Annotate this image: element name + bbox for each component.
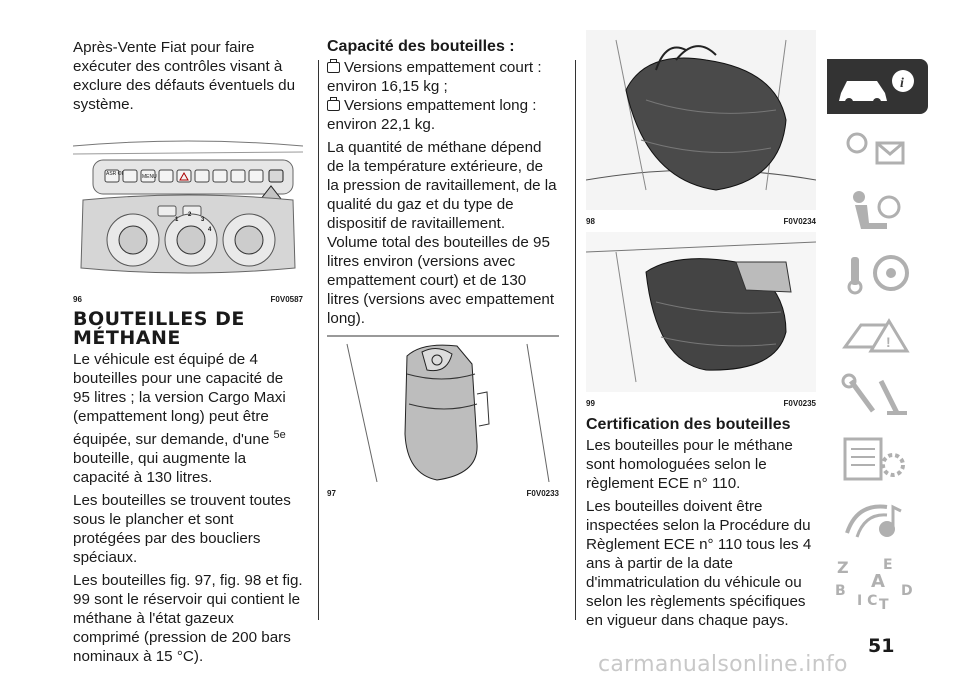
sidebar-tab-index[interactable]: Z E B A D I C T [827,555,928,610]
figure-97-caption: 97 F0V0233 [327,489,559,498]
bullet-short-wheelbase: Versions empattement court : environ 16,… [327,58,559,96]
figure-96-code: F0V0587 [270,295,303,304]
svg-text:!: ! [886,334,891,350]
svg-text:B: B [835,583,846,599]
svg-text:A: A [871,571,885,592]
figure-97: 97 F0V0233 [327,334,559,498]
figure-96: ASR OFF MENU [72,128,304,304]
svg-text:I C: I C [857,593,877,609]
paragraph-capacity-a: Le véhicule est équipé de 4 bouteilles p… [73,351,286,449]
paragraph-reservoir: Les bouteilles fig. 97, fig. 98 et fig. … [73,572,303,666]
figure-99-number: 99 [586,399,595,408]
bullet-long-wheelbase: Versions empattement long : environ 22,1… [327,96,559,134]
section-heading-bouteilles: BOUTEILLES DE MÉTHANE [73,308,245,349]
paragraph-capacity-b: bouteille, qui augmente la capacité à 13… [73,450,247,487]
figure-97-code: F0V0233 [526,489,559,498]
svg-text:E: E [883,557,893,573]
paragraph-homologation: Les bouteilles pour le méthane sont homo… [586,437,793,492]
page-number: 51 [868,635,895,657]
service-list-icon [843,437,905,481]
column-divider-1 [318,60,319,620]
index-letters-icon: Z E B A D I C T [835,557,913,610]
column-3: 98 F0V0234 99 F0V0235 Certification des … [585,30,817,630]
key-steering-icon [847,255,909,295]
sidebar-tab-warning-lights[interactable] [827,121,928,176]
paragraph-inspection: Les bouteilles doivent être inspectées s… [586,498,812,629]
sidebar-tab-maintenance[interactable] [827,369,928,424]
figure-99: 99 F0V0235 [585,232,817,408]
svg-text:Z: Z [837,558,849,577]
dial-mark-4: 4 [208,227,212,233]
figure-99-code: F0V0235 [783,399,816,408]
dashboard-illustration: ASR OFF MENU [72,128,304,288]
dial-mark-2: 2 [188,212,192,218]
bullet-long-text: Versions empattement long : environ 22,1… [327,97,537,133]
figure-97-number: 97 [327,489,336,498]
sidebar-tab-starting[interactable] [827,245,928,300]
tools-icon [841,373,907,415]
bottle-side-illustration [327,334,559,483]
figure-98-code: F0V0234 [783,217,816,226]
audio-icon [845,504,902,538]
car-info-icon: i [839,70,914,106]
certification-heading: Certification des bouteilles [586,416,791,433]
intro-text: Après-Vente Fiat pour faire exécuter des… [73,39,296,113]
road-hazard-icon: ! [842,318,910,353]
watermark-text: carmanualsonline.info [598,652,848,677]
sidebar-tab-safety[interactable] [827,183,928,238]
figure-96-caption: 96 F0V0587 [73,295,303,304]
figure-99-caption: 99 F0V0235 [586,399,816,408]
dial-mark-3: 3 [201,217,205,223]
capacity-heading: Capacité des bouteilles : [327,38,515,55]
paragraph-capacity: Le véhicule est équipé de 4 bouteilles p… [73,350,303,487]
bottles-underbody-illustration-98 [585,30,817,210]
paragraph-methane-quantity: La quantité de méthane dépend de la temp… [327,139,557,327]
svg-text:i: i [900,76,904,91]
sidebar-tab-technical-data[interactable] [827,431,928,486]
menu-button-label: MENU [142,174,157,180]
bottles-underbody-illustration-99 [585,232,817,392]
svg-text:T: T [879,597,889,610]
chapter-sidebar: i ! [827,59,928,617]
airbag-seat-icon [853,191,901,229]
figure-98-number: 98 [586,217,595,226]
column-2: Capacité des bouteilles : Versions empat… [327,38,559,498]
paragraph-location: Les bouteilles se trouvent toutes sous l… [73,492,291,567]
svg-text:D: D [901,583,913,599]
bullet-marker-icon [327,97,340,111]
bullet-short-text: Versions empattement court : environ 16,… [327,59,542,95]
sidebar-tab-car-info[interactable]: i [827,59,928,114]
superscript-5e: 5e [273,429,286,441]
sidebar-tab-multimedia[interactable] [827,493,928,548]
asr-button-label: ASR OFF [106,171,128,177]
column-1: Après-Vente Fiat pour faire exécuter des… [72,38,304,666]
figure-98-caption: 98 F0V0234 [586,217,816,226]
warning-lights-icon [846,132,905,165]
sidebar-tab-emergency[interactable]: ! [827,307,928,362]
column-divider-2 [575,60,576,620]
figure-96-number: 96 [73,295,82,304]
figure-98: 98 F0V0234 [585,30,817,226]
dial-mark-1: 1 [175,217,179,223]
bullet-marker-icon [327,59,340,73]
